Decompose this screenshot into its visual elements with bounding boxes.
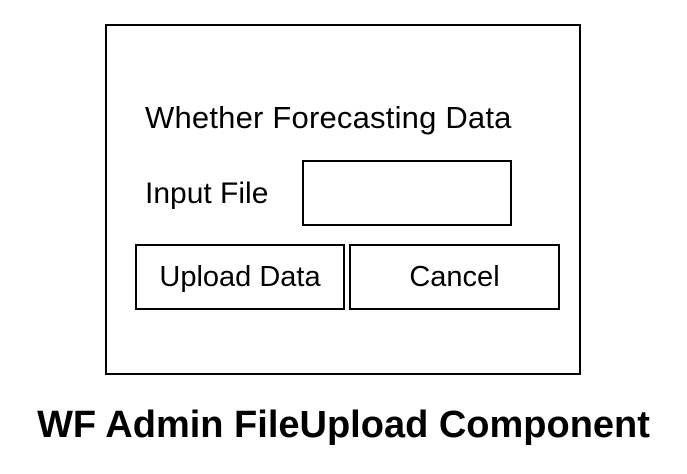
input-file-label: Input File xyxy=(145,177,269,210)
cancel-button[interactable]: Cancel xyxy=(349,244,560,310)
component-caption: WF Admin FileUpload Component xyxy=(37,404,650,446)
upload-data-button[interactable]: Upload Data xyxy=(135,244,345,310)
input-file-field[interactable] xyxy=(302,160,512,226)
form-heading: Whether Forecasting Data xyxy=(145,100,512,135)
